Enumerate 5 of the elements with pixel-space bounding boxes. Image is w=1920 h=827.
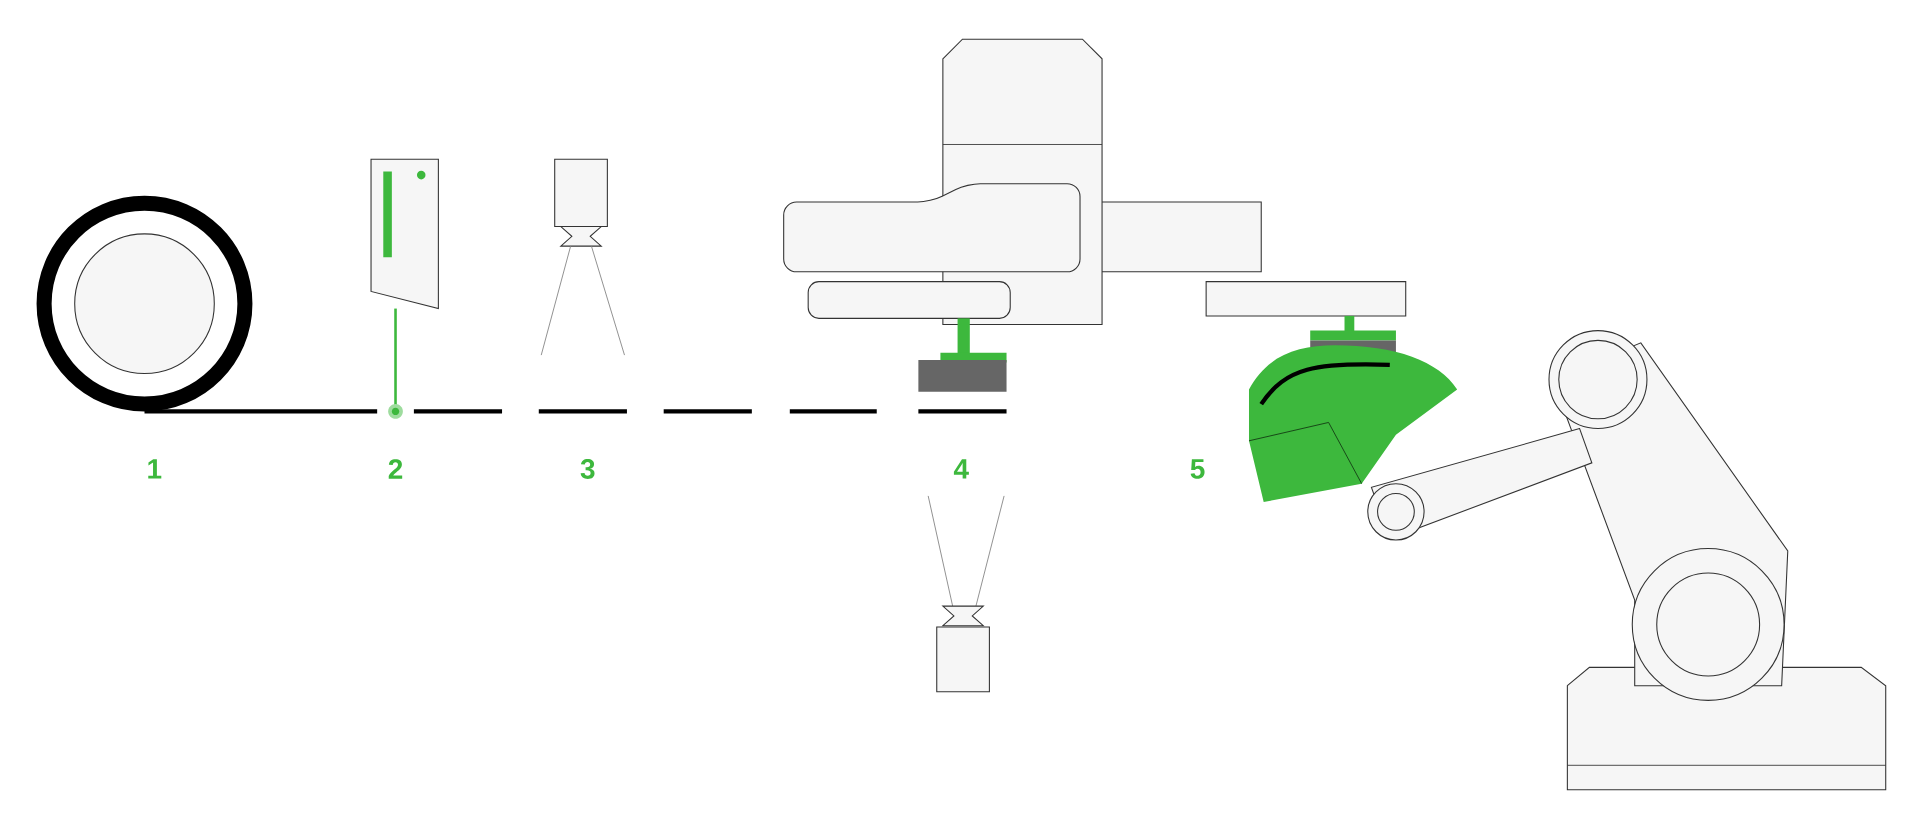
process-number: 5	[1190, 459, 1205, 479]
process-number: 1	[148, 459, 162, 479]
process-number: 4	[953, 459, 969, 479]
process-number: 2	[388, 459, 403, 479]
process-number: 3	[580, 459, 595, 480]
